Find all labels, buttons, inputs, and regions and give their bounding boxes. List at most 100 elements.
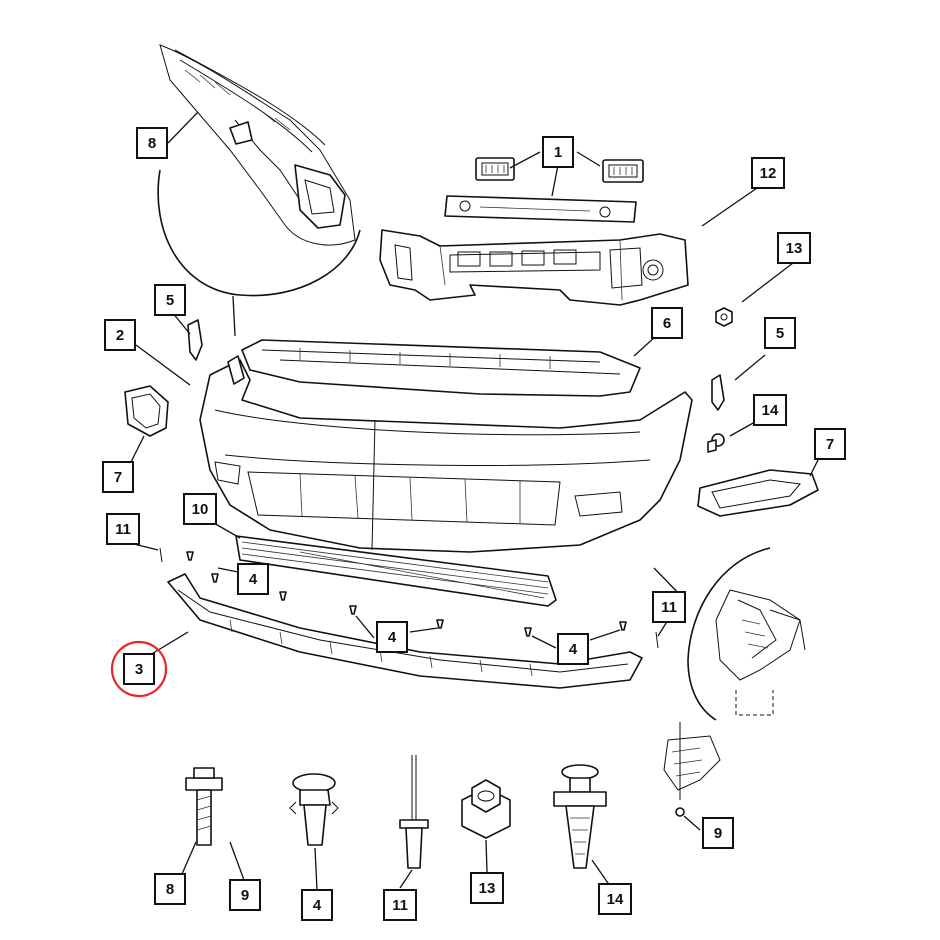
callout-7: 7: [814, 428, 846, 460]
callout-label: 3: [135, 661, 143, 678]
bracket-clip-right: [711, 374, 725, 411]
callout-label: 13: [786, 240, 803, 257]
callout-box: [470, 872, 504, 904]
callout-label: 4: [569, 641, 578, 658]
callout-box: [237, 563, 269, 595]
highlight-ring: [110, 640, 168, 698]
detail-bracket-dashed: [735, 690, 774, 716]
rivet-small-11: [159, 547, 659, 649]
callout-box: [301, 889, 333, 921]
callout-7: 7: [102, 461, 134, 493]
callout-box: [652, 591, 686, 623]
rivet-hardware-11: [399, 755, 429, 869]
bolt-hardware: [185, 767, 223, 846]
callout-label: 4: [249, 571, 258, 588]
callout-label: 13: [479, 880, 496, 897]
callout-label: 14: [607, 891, 624, 908]
callout-box: [651, 307, 683, 339]
callout-10: 10: [183, 493, 217, 525]
detail-view-fender-lower: [715, 589, 806, 681]
callout-label: 11: [392, 897, 408, 914]
callout-box: [136, 127, 168, 159]
nut-hardware-13: [461, 779, 511, 839]
callout-label: 1: [554, 144, 562, 161]
callout-2: 2: [104, 319, 136, 351]
callout-label: 6: [663, 315, 671, 332]
bumper-absorber: [379, 229, 689, 306]
lower-grille: [235, 535, 557, 607]
callout-box: [753, 394, 787, 426]
detail-circle-lower: [687, 547, 771, 721]
callout-label: 11: [115, 521, 131, 538]
bumper-fascia: [199, 355, 693, 553]
callout-label: 9: [241, 887, 249, 904]
callout-label: 4: [313, 897, 322, 914]
detail-view-fender-upper: [159, 44, 356, 246]
callout-box: [598, 883, 632, 915]
callout-4: 4: [237, 563, 269, 595]
detail-view-screw-9: [663, 722, 721, 817]
callout-1: 1: [542, 136, 574, 168]
callout-box: [106, 513, 140, 545]
callout-label: 14: [762, 402, 779, 419]
side-marker-right: [697, 469, 819, 517]
side-marker-left: [124, 385, 169, 437]
callout-12: 12: [751, 157, 785, 189]
callout-box: [702, 817, 734, 849]
callout-box: [814, 428, 846, 460]
bracket-clip-left: [187, 319, 203, 361]
callout-box: [764, 317, 796, 349]
push-pin-hardware-14: [553, 764, 607, 869]
callout-label: 4: [388, 629, 397, 646]
fastener-group-4: [186, 551, 627, 637]
callout-box: [104, 319, 136, 351]
callout-3: 3: [123, 653, 155, 685]
leader-lines: [129, 111, 821, 891]
callout-label: 10: [192, 501, 209, 518]
callout-9: 9: [702, 817, 734, 849]
callout-8: 8: [136, 127, 168, 159]
reinforcement-strip: [444, 195, 637, 223]
callout-11: 11: [652, 591, 686, 623]
callout-4: 4: [557, 633, 589, 665]
callout-4: 4: [376, 621, 408, 653]
callout-label: 12: [760, 165, 777, 182]
callout-11: 11: [106, 513, 140, 545]
callout-5: 5: [154, 284, 186, 316]
callout-label: 8: [148, 135, 156, 152]
callout-8: 8: [154, 873, 186, 905]
detail-circle-upper: [157, 169, 361, 297]
callout-13: 13: [777, 232, 811, 264]
callout-9: 9: [229, 879, 261, 911]
push-pin-hardware-4: [289, 773, 339, 846]
callout-box: [777, 232, 811, 264]
retainer-bracket-left: [475, 157, 515, 181]
callout-label: 8: [166, 881, 174, 898]
callout-layer: 12344445567789101111121314894111314: [102, 127, 846, 921]
callout-box: [183, 493, 217, 525]
callout-label: 2: [116, 327, 124, 344]
callout-6: 6: [651, 307, 683, 339]
callout-box: [229, 879, 261, 911]
callout-label: 9: [714, 825, 722, 842]
nut-small-13: [715, 307, 733, 327]
callout-label: 7: [826, 436, 834, 453]
callout-4: 4: [301, 889, 333, 921]
callout-box: [542, 136, 574, 168]
upper-bumper-bracket: [241, 339, 641, 397]
callout-13: 13: [470, 872, 504, 904]
callout-label: 5: [776, 325, 784, 342]
callout-box: [751, 157, 785, 189]
callout-label: 5: [166, 292, 174, 309]
callout-label: 7: [114, 469, 122, 486]
callout-box: [154, 873, 186, 905]
callout-box: [102, 461, 134, 493]
callout-box: [383, 889, 417, 921]
push-pin-small-14: [707, 433, 725, 453]
callout-box: [557, 633, 589, 665]
callout-14: 14: [753, 394, 787, 426]
callout-box: [123, 653, 155, 685]
callout-11: 11: [383, 889, 417, 921]
